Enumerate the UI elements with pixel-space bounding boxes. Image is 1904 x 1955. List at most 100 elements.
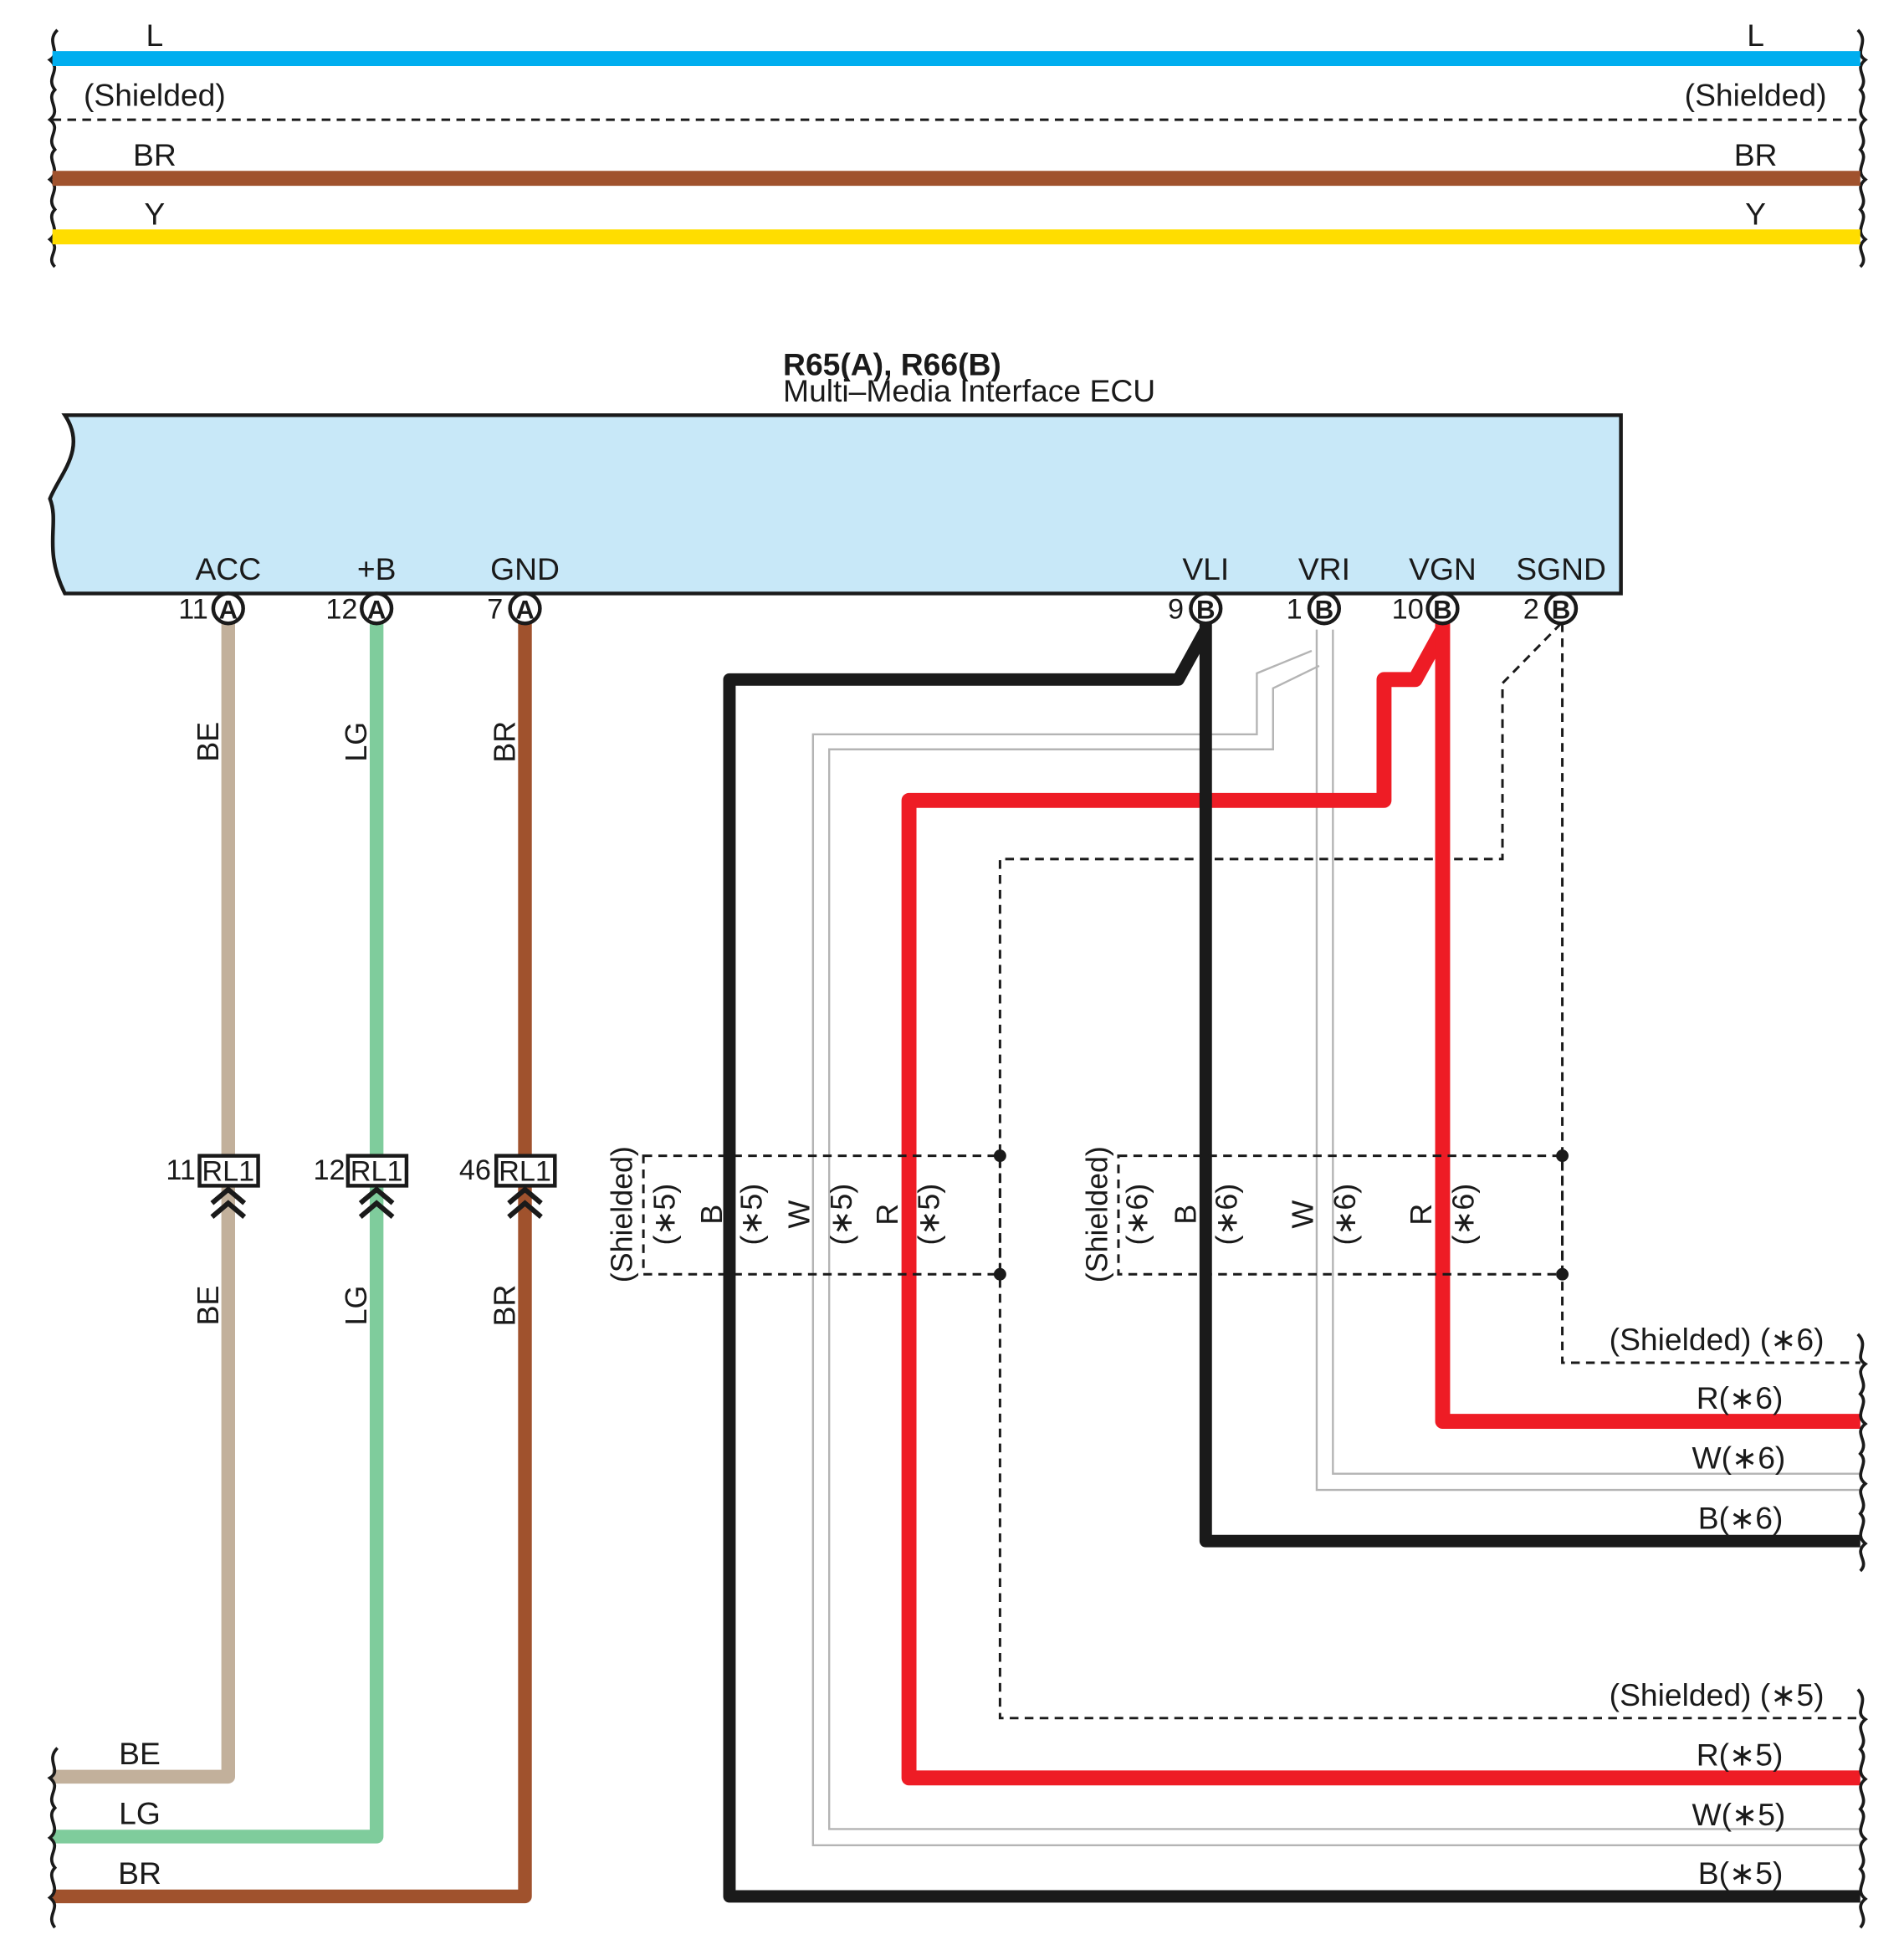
rl1-pin-be: 11 bbox=[166, 1154, 196, 1186]
pin-connector-vgn: B bbox=[1433, 595, 1452, 624]
wire-b-5 bbox=[723, 627, 1860, 1903]
pin-number-vgn: 10 bbox=[1392, 593, 1424, 625]
wire-w-5 bbox=[811, 649, 1860, 1847]
output-6-shielded: (Shielded) (∗6) bbox=[1610, 1322, 1825, 1357]
shield-6-label: (Shielded) bbox=[1081, 1146, 1114, 1282]
wire-label-be-upper: BE bbox=[192, 722, 225, 762]
pin-name-b-plus: +B bbox=[357, 551, 397, 586]
pin-connector-vri: B bbox=[1315, 595, 1334, 624]
bottom-label-br: BR bbox=[118, 1855, 161, 1891]
output-5-shielded: (Shielded) (∗5) bbox=[1610, 1677, 1825, 1712]
shield-6-tag-1: B bbox=[1169, 1205, 1202, 1225]
wire-r-6 bbox=[1435, 623, 1860, 1430]
wire-label-br-lower: BR bbox=[489, 1285, 522, 1327]
rl1-label-br: RL1 bbox=[499, 1155, 551, 1187]
wire-r-5 bbox=[901, 626, 1860, 1786]
rl1-connector-be: RL1 11 bbox=[166, 1154, 260, 1219]
pin-b-plus: A 12 bbox=[325, 591, 394, 626]
pin-vgn: B 10 bbox=[1392, 591, 1460, 626]
wire-lg bbox=[52, 623, 384, 1844]
left-wires: BE LG BR BE LG BR BE LG BR bbox=[47, 623, 532, 1929]
top-wire-label-right-0: L bbox=[1747, 18, 1764, 53]
pin-vli: B 9 bbox=[1168, 591, 1223, 626]
pin-sgnd: B 2 bbox=[1523, 591, 1579, 626]
shield-6-tag-5: R bbox=[1405, 1204, 1438, 1226]
shield-6-tag-2: (∗6) bbox=[1210, 1184, 1244, 1246]
wire-label-br-upper: BR bbox=[489, 721, 522, 763]
shield-6-tag-3: W bbox=[1286, 1200, 1319, 1229]
rl1-pin-lg: 12 bbox=[313, 1154, 345, 1186]
output-5-w: W(∗5) bbox=[1692, 1797, 1785, 1832]
wire-shielded-5 bbox=[998, 622, 1860, 1720]
ecu-connector-title: R65(A), R66(B) bbox=[783, 347, 1001, 382]
output-6-r: R(∗6) bbox=[1697, 1380, 1784, 1415]
shield-6-tag-6: (∗6) bbox=[1447, 1184, 1481, 1246]
pin-number-sgnd: 2 bbox=[1523, 593, 1539, 625]
pin-number-b-plus: 12 bbox=[325, 593, 357, 625]
top-wire-label-left-1: (Shielded) bbox=[84, 78, 226, 113]
wire-b-6 bbox=[1199, 623, 1860, 1548]
rl1-connectors: RL1 11 RL1 12 RL1 46 bbox=[166, 1154, 557, 1219]
output-6-b: B(∗6) bbox=[1698, 1500, 1784, 1535]
rl1-pin-br: 46 bbox=[459, 1154, 491, 1186]
pin-number-gnd: 7 bbox=[487, 593, 503, 625]
pin-name-acc: ACC bbox=[195, 551, 261, 586]
pin-connector-vli: B bbox=[1196, 595, 1216, 624]
wire-label-lg-upper: LG bbox=[340, 722, 373, 762]
bottom-label-lg: LG bbox=[119, 1796, 161, 1831]
rl1-connector-br: RL1 46 bbox=[459, 1154, 557, 1219]
rl1-label-be: RL1 bbox=[202, 1155, 254, 1187]
pin-number-acc: 11 bbox=[178, 593, 208, 625]
pin-circles: A 11 A 12 A 7 B 9 B 1 B 10 bbox=[178, 591, 1579, 626]
right-break-marks bbox=[1856, 1333, 1868, 1929]
pin-connector-sgnd: B bbox=[1552, 595, 1571, 624]
pin-vri: B 1 bbox=[1287, 591, 1342, 626]
shield-box-6: (Shielded) (∗6) B (∗6) W (∗6) R (∗6) bbox=[1081, 1146, 1569, 1282]
pin-gnd: A 7 bbox=[487, 591, 542, 626]
pin-number-vli: 9 bbox=[1168, 593, 1184, 625]
wire-br bbox=[52, 623, 532, 1904]
wire-break-right-5 bbox=[1856, 1688, 1868, 1929]
output-5-r: R(∗5) bbox=[1697, 1737, 1784, 1772]
wire-shielded-6 bbox=[1561, 623, 1860, 1364]
pin-connector-acc: A bbox=[219, 595, 238, 624]
wire-w-5-inner bbox=[827, 664, 1860, 1830]
shield-5-tag-0: (∗5) bbox=[647, 1184, 681, 1246]
shield-5-tag-6: (∗5) bbox=[912, 1184, 945, 1246]
top-wire-label-left-3: Y bbox=[144, 196, 165, 231]
wire-break-right-6 bbox=[1856, 1333, 1868, 1573]
signal-wires bbox=[723, 622, 1860, 1903]
shield-5-tag-3: W bbox=[782, 1200, 816, 1229]
pin-connector-b-plus: A bbox=[367, 595, 386, 624]
rl1-connector-lg: RL1 12 bbox=[313, 1154, 409, 1219]
right-output-labels: (Shielded) (∗6) R(∗6) W(∗6) B(∗6) (Shiel… bbox=[1610, 1322, 1825, 1891]
ecu-block: R65(A), R66(B) Multi–Media Interface ECU… bbox=[48, 347, 1623, 596]
output-5-b: B(∗5) bbox=[1698, 1855, 1784, 1891]
pin-number-vri: 1 bbox=[1287, 593, 1303, 625]
shield-5-tag-4: (∗5) bbox=[825, 1184, 858, 1246]
pin-connector-gnd: A bbox=[515, 595, 535, 624]
wire-break-right bbox=[1856, 28, 1868, 269]
pin-name-vli: VLI bbox=[1182, 551, 1229, 586]
pin-name-vgn: VGN bbox=[1409, 551, 1477, 586]
shield-5-label: (Shielded) bbox=[606, 1146, 639, 1282]
wire-break-bottom-left bbox=[47, 1747, 59, 1929]
top-wire-label-left-0: L bbox=[146, 18, 164, 53]
shield-box-5: (Shielded) (∗5) B (∗5) W (∗5) R (∗5) bbox=[606, 1146, 1006, 1282]
shield-6-tag-4: (∗6) bbox=[1328, 1184, 1362, 1246]
shield-5-tag-1: B bbox=[695, 1205, 729, 1225]
ecu-name: Multi–Media Interface ECU bbox=[783, 373, 1155, 408]
top-wire-group: L L (Shielded) (Shielded) BR BR Y Y bbox=[47, 18, 1868, 269]
pin-name-sgnd: SGND bbox=[1516, 551, 1606, 586]
shield-5-tag-5: R bbox=[871, 1204, 904, 1226]
top-wire-label-right-2: BR bbox=[1734, 137, 1778, 172]
wire-be bbox=[52, 623, 236, 1784]
top-wire-label-right-3: Y bbox=[1745, 196, 1766, 231]
wire-w-6-inner bbox=[1332, 629, 1860, 1475]
pin-name-gnd: GND bbox=[490, 551, 560, 586]
bottom-label-be: BE bbox=[119, 1736, 161, 1771]
wire-label-be-lower: BE bbox=[192, 1286, 225, 1326]
shield-5-tag-2: (∗5) bbox=[735, 1184, 769, 1246]
pin-name-vri: VRI bbox=[1298, 551, 1350, 586]
